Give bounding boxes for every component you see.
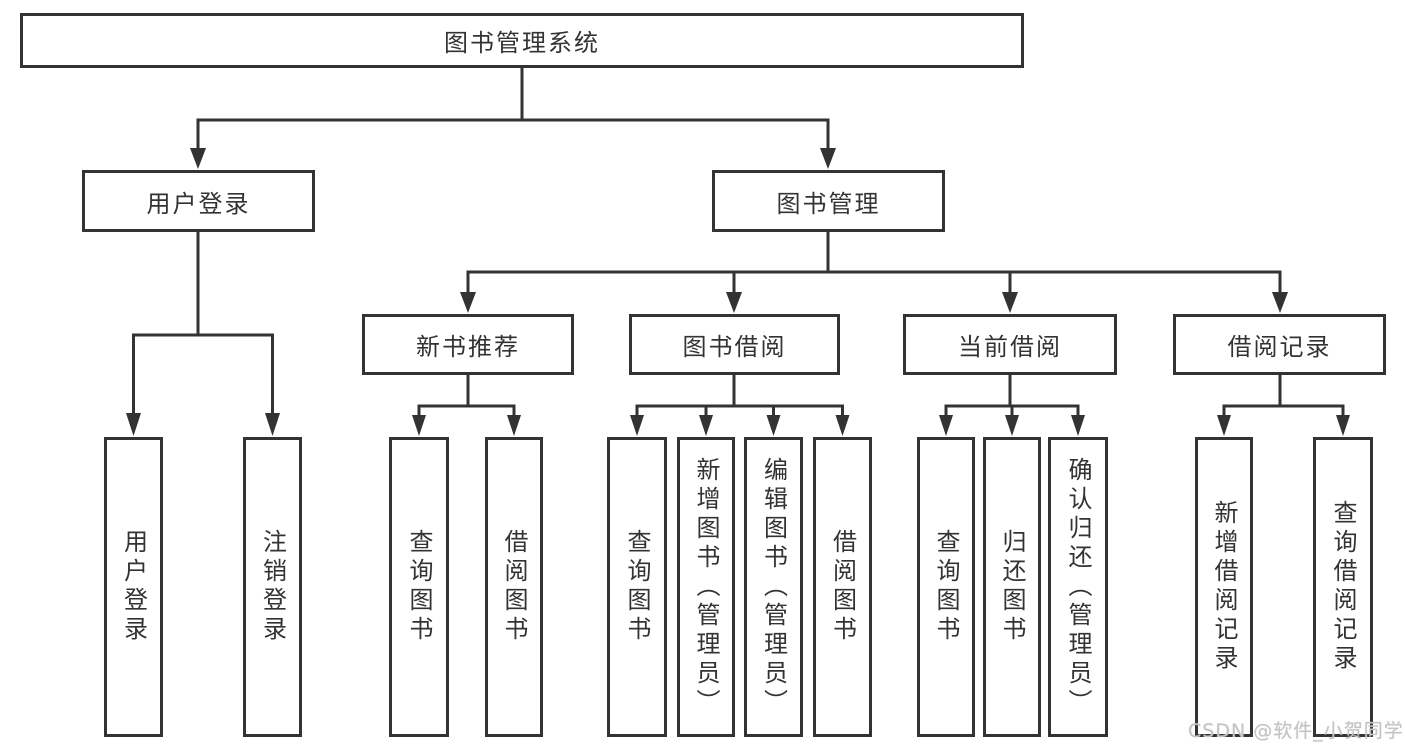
leaf-label: 归还图书	[998, 529, 1026, 645]
leaf-bookborrow-query-books: 查询图书	[607, 437, 667, 737]
leaf-label: 新增图书（管理员）	[692, 456, 720, 718]
leaf-logout: 注销登录	[243, 437, 302, 737]
node-book-borrowing: 图书借阅	[629, 314, 840, 375]
leaf-user-login: 用户登录	[104, 437, 163, 737]
leaf-label: 查询图书	[405, 529, 433, 645]
leaf-label: 查询图书	[623, 529, 651, 645]
leaf-bookborrow-add-books-admin: 新增图书（管理员）	[677, 437, 735, 737]
node-label: 用户登录	[146, 189, 251, 218]
leaf-label: 查询图书	[932, 529, 960, 645]
leaf-newbook-query-books: 查询图书	[389, 437, 449, 737]
leaf-label: 查询借阅记录	[1329, 500, 1357, 674]
leaf-current-query-books: 查询图书	[917, 437, 975, 737]
node-book-management: 图书管理	[712, 170, 945, 232]
leaf-label: 确认归还（管理员）	[1064, 456, 1092, 718]
leaf-label: 用户登录	[119, 529, 148, 645]
leaf-label: 新增借阅记录	[1210, 500, 1238, 674]
node-borrow-records: 借阅记录	[1173, 314, 1386, 375]
leaf-label: 借阅图书	[500, 529, 528, 645]
leaf-bookborrow-borrow-books: 借阅图书	[813, 437, 872, 737]
leaf-label: 注销登录	[258, 529, 287, 645]
node-label: 当前借阅	[958, 333, 1062, 361]
node-user-login: 用户登录	[82, 170, 315, 232]
leaf-records-query-borrow-record: 查询借阅记录	[1313, 437, 1373, 737]
leaf-newbook-borrow-books: 借阅图书	[485, 437, 543, 737]
csdn-watermark: CSDN @软件_小贺同学	[1188, 720, 1404, 742]
leaf-records-add-borrow-record: 新增借阅记录	[1195, 437, 1253, 737]
node-label: 图书借阅	[682, 333, 787, 361]
node-label: 图书管理	[776, 189, 881, 218]
leaf-label: 编辑图书（管理员）	[759, 456, 788, 718]
arrowheads	[126, 148, 1350, 436]
node-label: 借阅记录	[1227, 333, 1332, 361]
node-label: 新书推荐	[416, 333, 520, 361]
leaf-bookborrow-edit-books-admin: 编辑图书（管理员）	[744, 437, 803, 737]
leaf-label: 借阅图书	[828, 529, 857, 645]
node-new-book-recommend: 新书推荐	[362, 314, 574, 375]
node-current-borrowing: 当前借阅	[903, 314, 1117, 375]
leaf-current-confirm-return-admin: 确认归还（管理员）	[1048, 437, 1108, 737]
node-library-management-system: 图书管理系统	[20, 13, 1024, 68]
node-label: 图书管理系统	[444, 29, 600, 57]
leaf-current-return-books: 归还图书	[983, 437, 1041, 737]
